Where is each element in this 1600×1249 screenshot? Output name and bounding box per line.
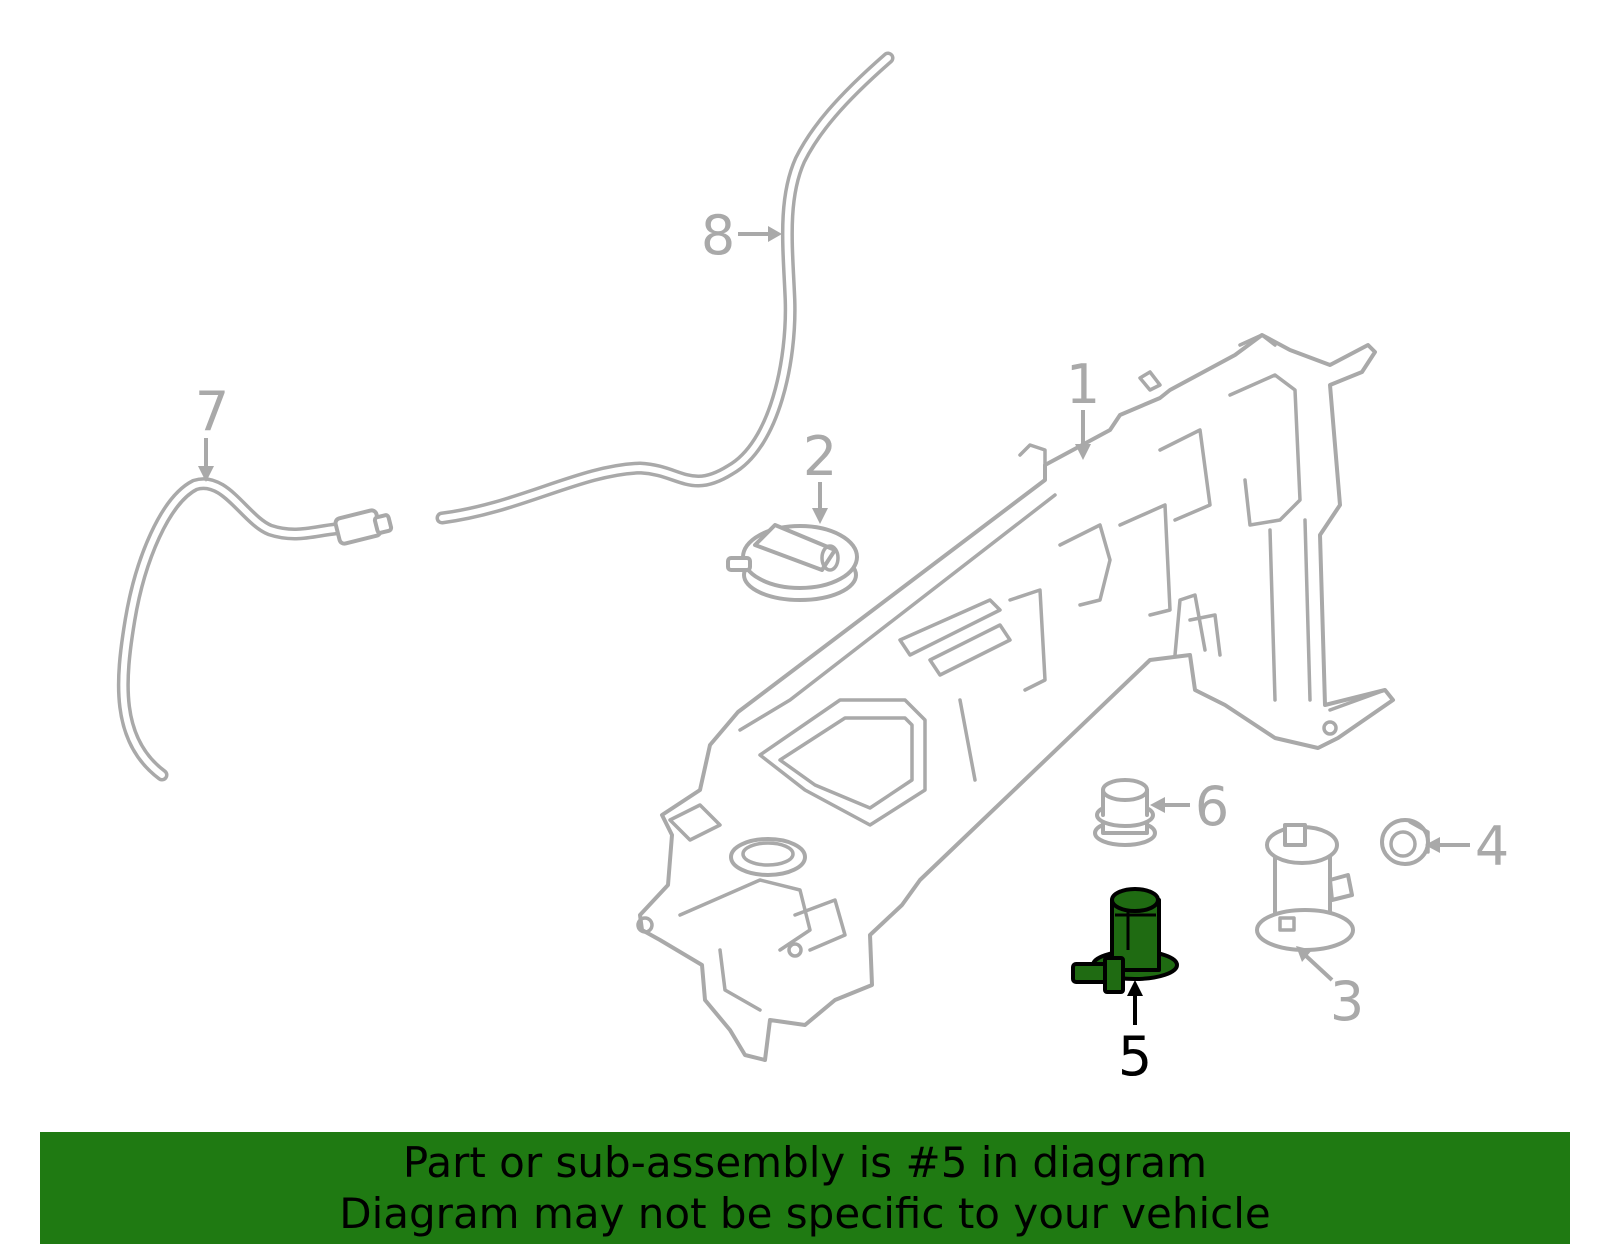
callout-1: 1 xyxy=(1066,353,1100,460)
part-7-hose[interactable] xyxy=(116,477,394,782)
svg-text:1: 1 xyxy=(1066,353,1100,416)
callout-4: 4 xyxy=(1425,815,1509,878)
part-8-hose[interactable] xyxy=(435,51,895,525)
info-banner: Part or sub-assembly is #5 in diagram Di… xyxy=(40,1132,1570,1244)
part-6-grommet[interactable] xyxy=(1093,778,1157,847)
callout-5: 5 xyxy=(1118,980,1152,1088)
part-1-reservoir[interactable] xyxy=(636,333,1395,1062)
callout-6: 6 xyxy=(1150,775,1229,838)
callout-8: 8 xyxy=(701,204,782,267)
svg-text:7: 7 xyxy=(195,380,229,443)
svg-text:3: 3 xyxy=(1330,970,1364,1033)
part-3-pump[interactable] xyxy=(1255,823,1355,952)
callout-7: 7 xyxy=(195,380,229,482)
banner-line-disclaimer: Diagram may not be specific to your vehi… xyxy=(339,1189,1271,1238)
svg-text:5: 5 xyxy=(1118,1025,1152,1088)
svg-text:4: 4 xyxy=(1475,815,1509,878)
banner-line-part: Part or sub-assembly is #5 in diagram xyxy=(402,1138,1208,1187)
part-2-filler-cap[interactable] xyxy=(726,523,859,602)
svg-text:8: 8 xyxy=(701,204,735,267)
callout-3: 3 xyxy=(1296,946,1364,1033)
svg-text:6: 6 xyxy=(1195,775,1229,838)
part-4-seal[interactable] xyxy=(1380,818,1430,866)
callout-2: 2 xyxy=(803,425,837,524)
part-5-highlighted[interactable] xyxy=(1071,887,1179,994)
svg-text:2: 2 xyxy=(803,425,837,488)
